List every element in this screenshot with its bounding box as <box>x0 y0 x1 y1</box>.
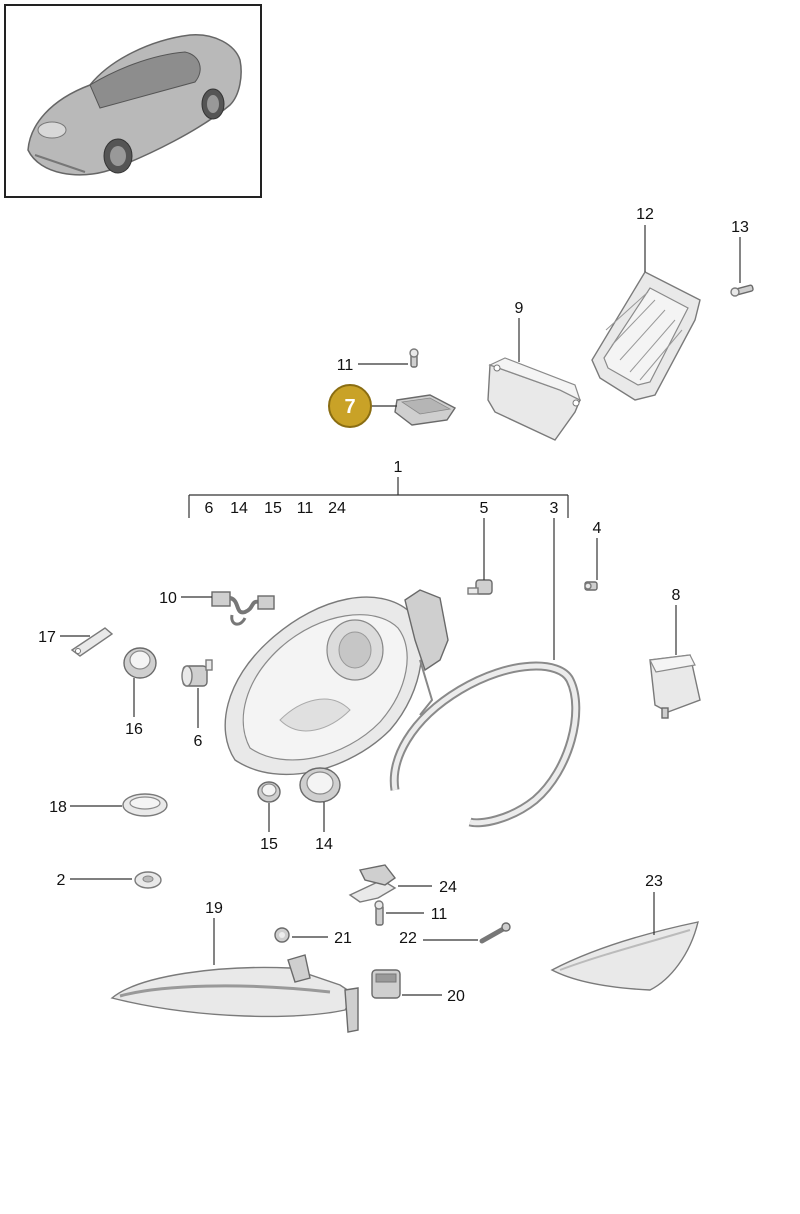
callout-11-top[interactable]: 11 <box>337 357 354 374</box>
callout-4[interactable]: 4 <box>593 520 602 537</box>
callout-15[interactable]: 15 <box>260 836 278 853</box>
car-icon <box>27 34 242 176</box>
part-3-seal[interactable] <box>389 661 581 828</box>
part-6-bulb[interactable] <box>181 659 213 687</box>
part-4-screw[interactable] <box>584 581 598 591</box>
part-12-housing[interactable] <box>591 271 701 401</box>
callout-2[interactable]: 2 <box>57 872 66 889</box>
part-22-bolt[interactable] <box>479 922 511 944</box>
callout-6[interactable]: 6 <box>194 733 203 750</box>
part-7-led-module[interactable] <box>394 394 457 426</box>
part-1-headlight-assembly[interactable] <box>224 589 449 776</box>
part-15-cap[interactable] <box>257 781 281 803</box>
part-9-control-module[interactable] <box>487 357 582 441</box>
callout-24-list[interactable]: 24 <box>328 500 346 517</box>
part-11-screw-top[interactable] <box>409 348 419 368</box>
part-10-wiring-connector[interactable] <box>211 591 275 626</box>
callout-3[interactable]: 3 <box>550 500 559 517</box>
callout-22[interactable]: 22 <box>399 930 417 947</box>
part-19-trim-strip[interactable] <box>110 954 359 1033</box>
callout-6-list[interactable]: 6 <box>205 500 214 517</box>
part-13-screw[interactable] <box>730 284 754 297</box>
part-20-actuator[interactable] <box>371 969 401 999</box>
callout-24[interactable]: 24 <box>439 879 457 896</box>
callout-7-highlight[interactable]: 7 <box>328 384 372 428</box>
highlight-circle <box>328 384 372 428</box>
callout-18[interactable]: 18 <box>49 799 67 816</box>
part-21-nut[interactable] <box>274 927 290 943</box>
leader-lines <box>60 225 741 996</box>
callout-11-bottom[interactable]: 11 <box>431 906 448 923</box>
part-24-bracket[interactable] <box>348 864 397 903</box>
callout-8[interactable]: 8 <box>672 587 681 604</box>
callout-20[interactable]: 20 <box>447 988 465 1005</box>
part-14-cover[interactable] <box>299 767 341 803</box>
callout-17[interactable]: 17 <box>38 629 56 646</box>
callout-labels: 12 13 9 11 1 6 14 15 11 24 5 3 4 10 8 17… <box>38 206 749 1005</box>
callout-21[interactable]: 21 <box>334 930 352 947</box>
part-5-bulb-holder[interactable] <box>467 579 493 595</box>
part-2-clip[interactable] <box>134 871 162 889</box>
callout-13[interactable]: 13 <box>731 219 749 236</box>
callout-7: 7 <box>344 396 355 418</box>
part-18-grommet[interactable] <box>122 793 168 817</box>
callout-1[interactable]: 1 <box>394 459 403 476</box>
callout-5[interactable]: 5 <box>480 500 489 517</box>
callout-9[interactable]: 9 <box>515 300 524 317</box>
callout-19[interactable]: 19 <box>205 900 223 917</box>
callout-10[interactable]: 10 <box>159 590 177 607</box>
callout-12[interactable]: 12 <box>636 206 654 223</box>
callout-11-list[interactable]: 11 <box>297 500 314 517</box>
part-17-bracket[interactable] <box>70 627 114 657</box>
vehicle-thumbnail[interactable] <box>4 4 262 198</box>
callout-16[interactable]: 16 <box>125 721 143 738</box>
callout-14[interactable]: 14 <box>315 836 333 853</box>
part-8-control-unit[interactable] <box>649 654 701 719</box>
callout-15-list[interactable]: 15 <box>264 500 282 517</box>
part-23-side-marker[interactable] <box>550 921 699 991</box>
callout-14-list[interactable]: 14 <box>230 500 248 517</box>
part-16-cap[interactable] <box>123 647 157 679</box>
part-11-screw-bottom[interactable] <box>374 900 384 926</box>
callout-23[interactable]: 23 <box>645 873 663 890</box>
